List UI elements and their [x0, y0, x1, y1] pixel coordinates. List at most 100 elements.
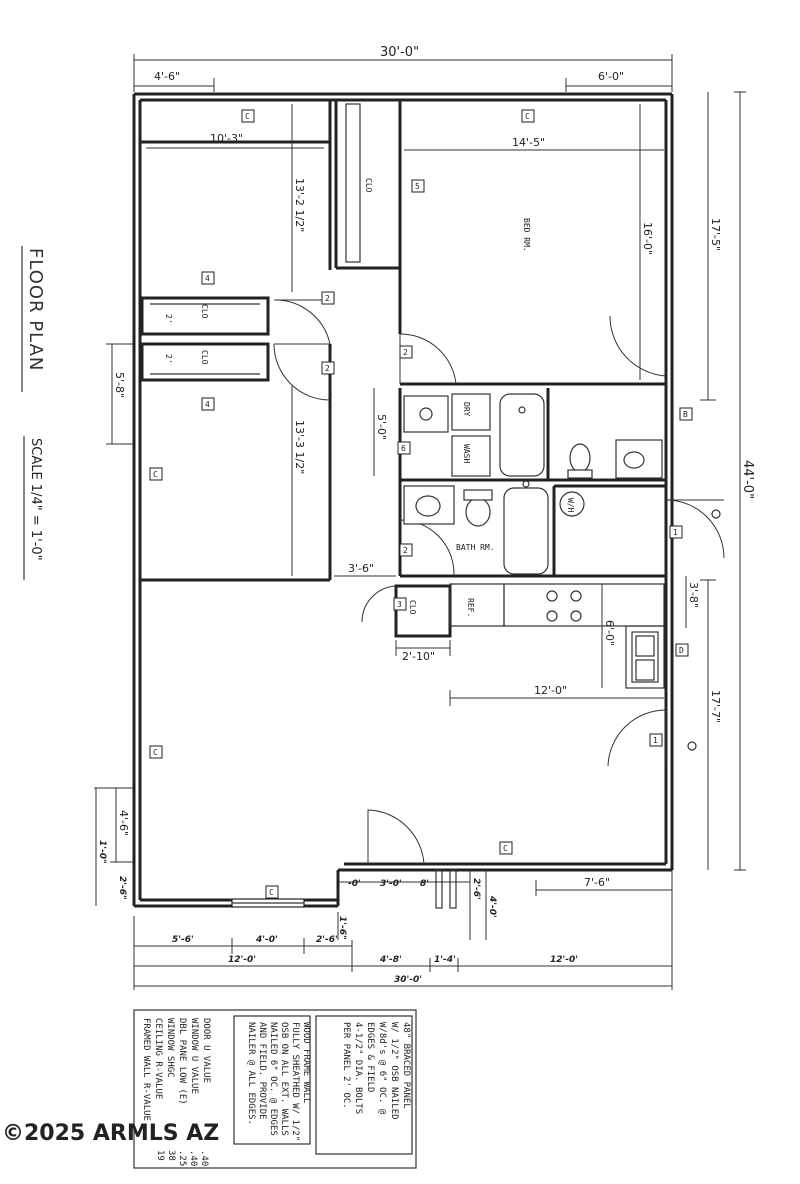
panel-note-line: W/ 1/2" OSB NAILED	[389, 1022, 399, 1120]
tag-text: C	[503, 844, 508, 853]
tag-1: 1	[669, 525, 683, 539]
dim-right-upper: 17'-5"	[709, 218, 722, 251]
tag-2: 2	[321, 361, 335, 375]
label-clo-upper: CLO	[364, 178, 373, 193]
bottom-window	[231, 898, 305, 908]
panel-note-line: 4-1/2" DIA. BOLTS	[353, 1022, 363, 1114]
tag-6: 6	[397, 441, 411, 455]
tag-text: 2	[403, 348, 408, 357]
tag-text: 5	[415, 182, 420, 191]
dim-top-left: 4'-6"	[154, 70, 180, 83]
dim-bottom-step: 1'-6"	[337, 916, 347, 940]
u-value-line: WINDOW U VALUE	[189, 1018, 199, 1094]
frame-note-line: WOOD FRAME WALL	[301, 1022, 311, 1103]
interior-dimensions: 10'-3" 13'-2 1/2" 14'-5" 16'-0" 5'-8" 13…	[106, 104, 700, 706]
dim-bottom-seg2: 4'-0'	[255, 935, 278, 945]
dim-bedroom-left-width: 10'-3"	[210, 132, 243, 145]
dim-bedroom-right-width: 14'-5"	[512, 136, 545, 149]
tag-3: 3	[393, 597, 407, 611]
tag-4: 4	[201, 271, 215, 285]
frame-note-line: AND FIELD. PROVIDE	[257, 1022, 267, 1120]
dim-entry-seg-e: 4'-0'	[487, 895, 497, 918]
right-dimensions: 44'-0" 17'-5" 17'-7"	[700, 91, 755, 871]
room-labels: CLO CLO CLO CLO 2' 2' BED RM. DRY WASH B…	[164, 178, 575, 617]
u-value-number-line: .40	[199, 1150, 209, 1166]
label-two-b: 2'	[164, 354, 173, 364]
dim-bottom-total: 30'-0'	[394, 975, 422, 985]
label-two-a: 2'	[164, 314, 173, 324]
tag-text: 1	[673, 528, 678, 537]
dim-bottom-14: 1'-4'	[434, 955, 456, 965]
tag-text: 4	[205, 400, 210, 409]
dim-entry-seg-d: 2'-6'	[471, 878, 481, 900]
dim-bedroom-left-depth: 13'-2 1/2"	[293, 178, 306, 232]
tag-text: 3	[397, 600, 402, 609]
dim-porch-offset: 7'-6"	[584, 876, 610, 889]
label-wash: WASH	[462, 444, 471, 463]
label-ref: REF.	[466, 598, 475, 617]
dim-room-left-lower: 13'-3 1/2"	[293, 420, 306, 474]
tag-1: 1	[649, 733, 663, 747]
dim-left-bottom-step: 2'-6"	[117, 876, 127, 900]
tag-5: 5	[411, 179, 425, 193]
dim-hall-depth: 5'-0"	[375, 414, 388, 440]
top-dimensions: 30'-0" 4'-6" 6'-0"	[133, 45, 673, 92]
interior-walls	[140, 100, 666, 689]
panel-note-line: 48" BRACED PANEL	[401, 1022, 411, 1109]
tag-C: C	[149, 745, 163, 759]
watermark: ©2025 ARMLS AZ	[2, 1121, 219, 1146]
dim-entry-seg-a: -0'	[348, 879, 361, 889]
tag-text: 4	[205, 274, 210, 283]
tag-text: 2	[325, 364, 330, 373]
dim-closet-width: 2'-10"	[402, 650, 435, 663]
u-value-line: DBL PANE LOW (E)	[177, 1018, 187, 1105]
frame-note-line: NAILER @ ALL EDGES.	[246, 1022, 256, 1125]
tag-text: C	[525, 112, 530, 121]
dim-bottom-12b: 12'-0'	[550, 955, 578, 965]
exterior-walls	[132, 92, 674, 908]
dim-overall-right: 44'-0"	[740, 460, 755, 499]
tag-text: 6	[401, 444, 406, 453]
dim-entry-seg-b: 3'-0'	[380, 879, 402, 889]
tag-text: D	[679, 646, 684, 655]
label-dry: DRY	[462, 402, 471, 417]
u-value-line: DOOR U VALUE	[201, 1018, 211, 1083]
dim-overall-top: 30'-0"	[380, 45, 419, 60]
dim-window-left: 5'-8"	[113, 372, 126, 398]
dim-entry-depth: 3'-8"	[687, 582, 700, 608]
tag-C: C	[241, 109, 255, 123]
dim-bottom-seg3: 2'-6'	[316, 935, 338, 945]
dim-left-porch: 4'-6"	[117, 810, 130, 836]
dim-left-bottom-depth: 1'-0"	[97, 840, 107, 864]
tag-C: C	[521, 109, 535, 123]
tag-text: C	[153, 748, 158, 757]
fixtures	[403, 393, 721, 751]
plan-scale: SCALE 1/4" = 1'-0"	[28, 438, 43, 561]
u-value-number-line: .25	[177, 1150, 187, 1166]
label-clo-b: CLO	[200, 350, 209, 365]
label-clo-a: CLO	[200, 304, 209, 319]
frame-note-line: FULLY SHEATHED W/ 1/2"	[290, 1022, 300, 1141]
tag-2: 2	[321, 291, 335, 305]
tag-2: 2	[399, 543, 413, 557]
tag-text: C	[153, 470, 158, 479]
dim-bedroom-right-depth: 16'-0"	[641, 222, 654, 255]
tag-text: B	[683, 410, 688, 419]
tag-C: C	[265, 885, 279, 899]
u-value-line: WINDOW SHGC	[165, 1018, 175, 1078]
tag-C: C	[499, 841, 513, 855]
tag-2: 2	[399, 345, 413, 359]
dim-entry-seg-c: 8'	[420, 879, 429, 889]
label-bed-rm: BED RM.	[522, 218, 531, 252]
tag-text: C	[269, 888, 274, 897]
tag-text: 2	[325, 294, 330, 303]
tag-text: 2	[403, 546, 408, 555]
u-value-number-line: .40	[188, 1150, 198, 1166]
tag-C: C	[149, 467, 163, 481]
